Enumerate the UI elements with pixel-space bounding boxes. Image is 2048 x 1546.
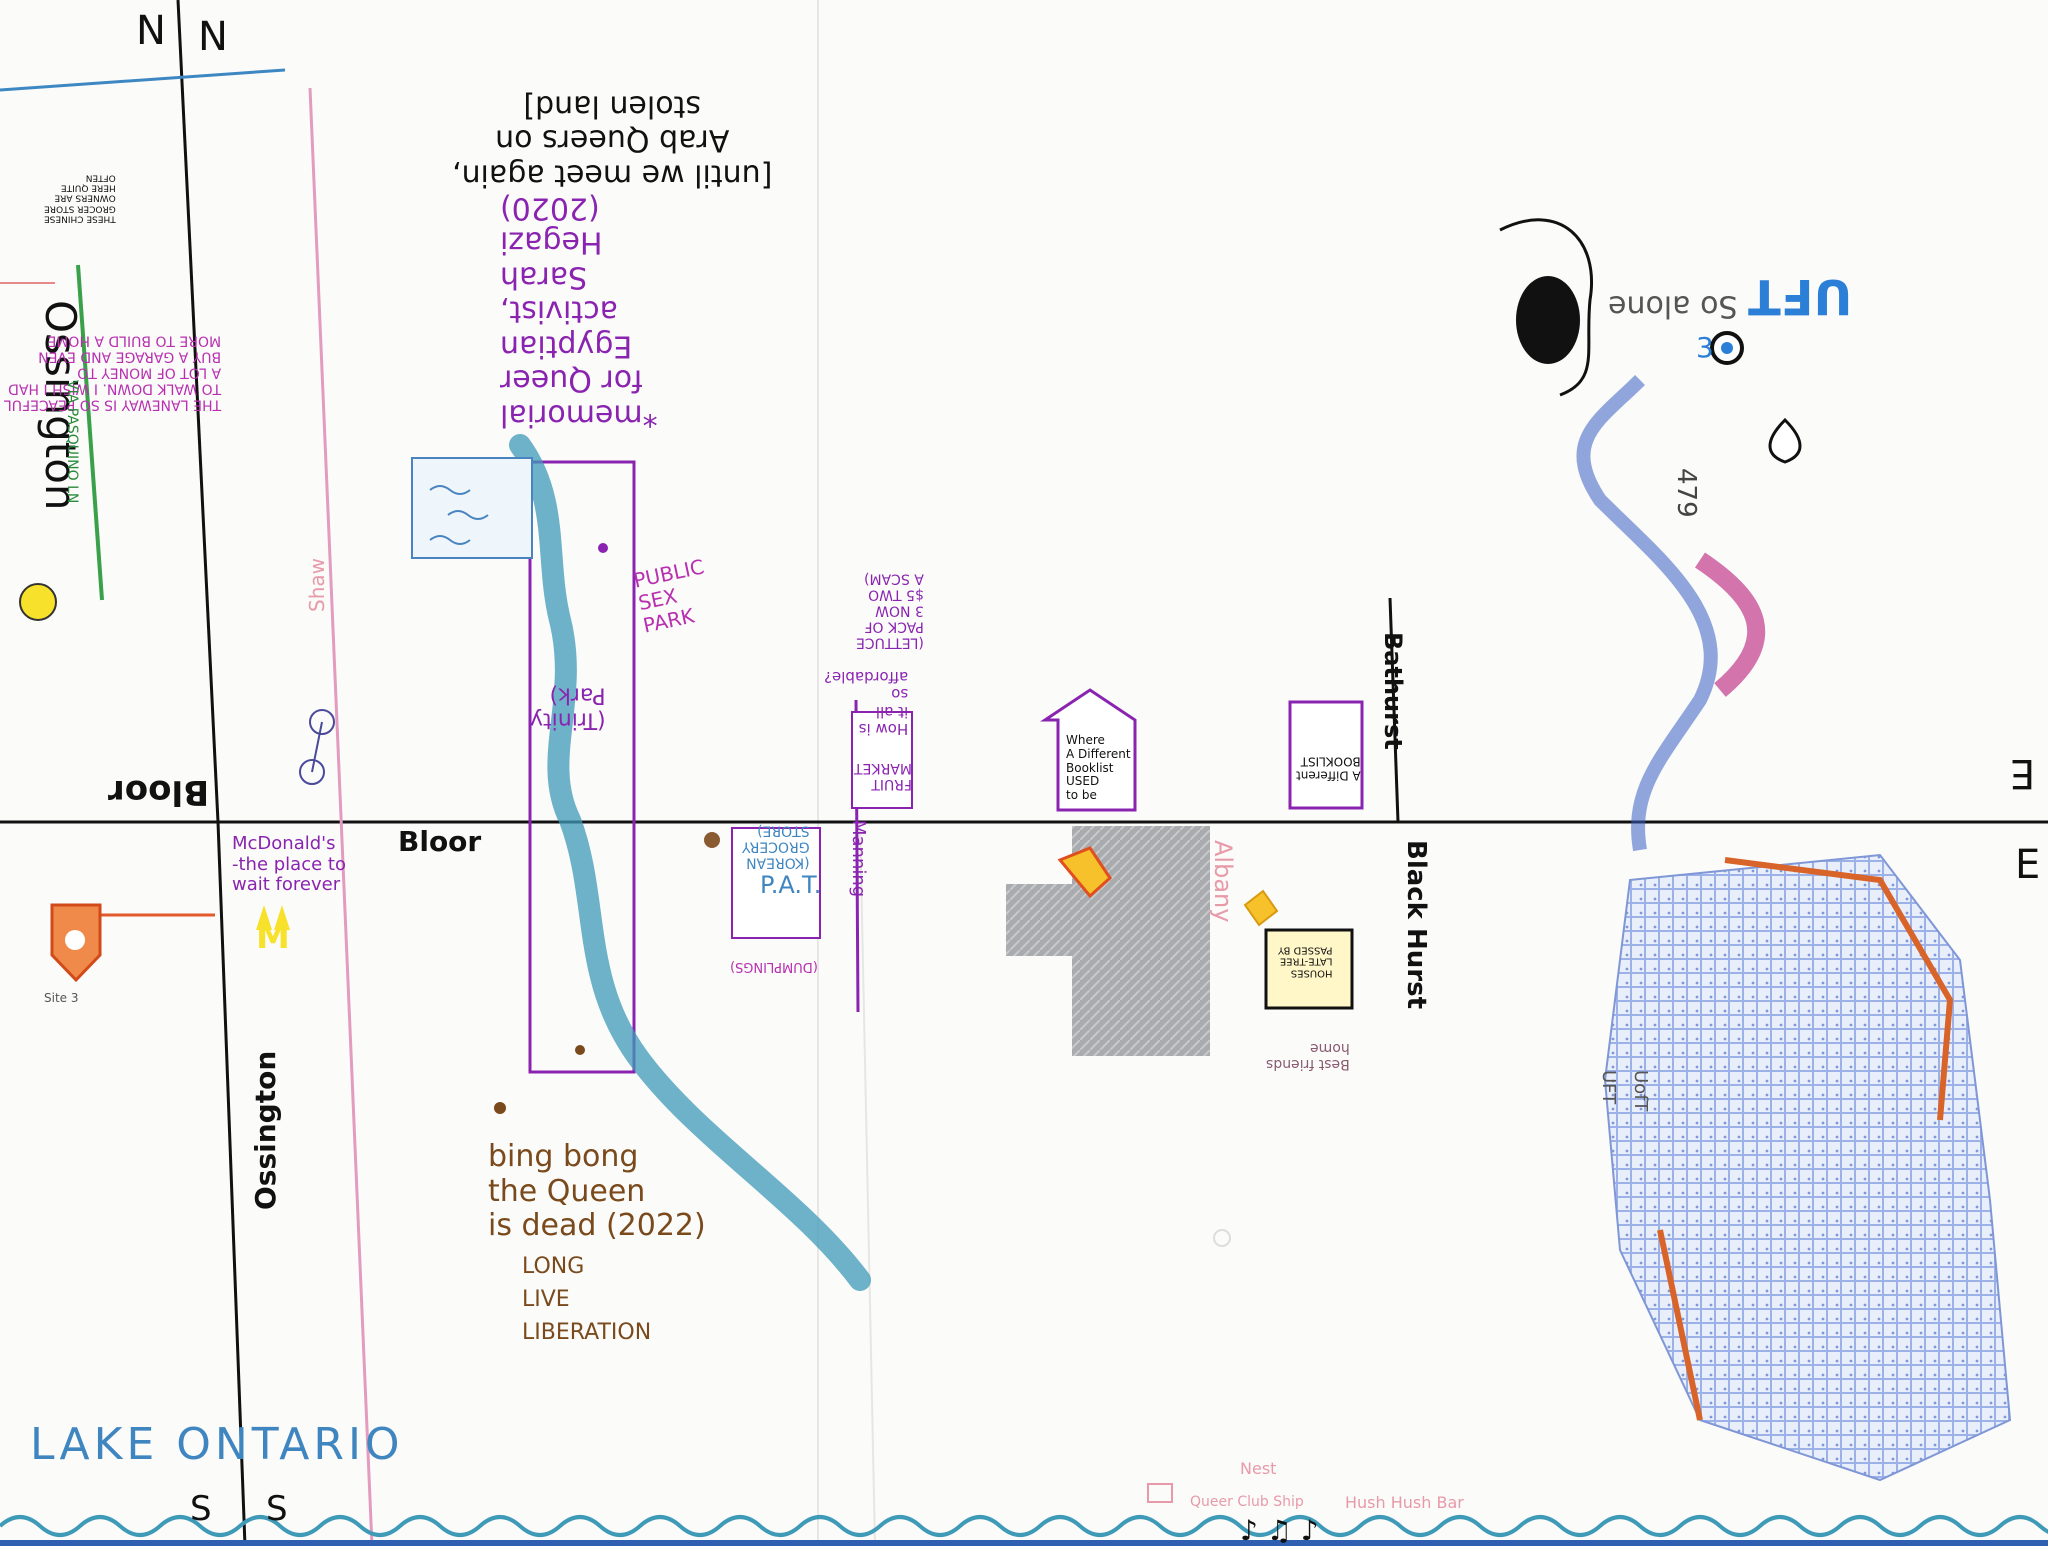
brown-blob <box>704 832 720 848</box>
creek-river <box>509 434 871 1291</box>
pond <box>411 457 533 559</box>
paper-hole <box>1213 1229 1231 1247</box>
street-ossington-bottom: Ossington <box>249 1050 282 1210</box>
number-3-label: 3 <box>1696 331 1714 364</box>
music-notes: ♪ ♫ ♪ <box>1240 1514 1319 1546</box>
bathurst-line <box>1388 597 1400 823</box>
laneway-note: THE LANEWAY IS SO PEACEFUL TO WALK DOWN.… <box>4 332 222 413</box>
brown-star-2 <box>494 1102 506 1114</box>
memorial-note: *memorial for Queer Egyptian activist, S… <box>500 190 658 433</box>
figure-sketch <box>1499 218 1593 397</box>
south-label-right: S <box>266 1489 288 1529</box>
uoft-label: UofT <box>1630 1070 1651 1112</box>
north-label-right: N <box>198 14 228 60</box>
eye-pupil <box>1721 342 1733 354</box>
teardrop-icon <box>1768 417 1802 464</box>
north-street-line <box>0 68 286 92</box>
ossington-lower-line <box>216 821 247 1546</box>
lettuce-note: (LETTUCE PACK OF 3 NOW $5 TWO A SCAM) <box>856 570 924 651</box>
brown-star <box>575 1045 585 1055</box>
uoft-orange-outline <box>1657 857 1954 1421</box>
site3-label: Site 3 <box>44 991 79 1005</box>
east-label-bottom: E <box>2015 842 2041 888</box>
houses-note: HOUSES LATE-TREE PASSED BY <box>1278 944 1333 979</box>
houses-box <box>1264 928 1354 1010</box>
street-shaw: Shaw <box>305 558 329 612</box>
pink-square <box>1147 1483 1173 1503</box>
different-booklist-note: A Different BOOKLIST <box>1296 754 1361 783</box>
street-blackhurst: Black Hurst <box>1401 840 1431 1010</box>
blue-rubbing-stream <box>1576 375 1718 852</box>
bookstore-house <box>1040 688 1137 812</box>
street-manning: Manning <box>848 820 869 898</box>
fruit-market-box <box>851 711 913 809</box>
hush-hush-label: Hush Hush Bar <box>1345 1493 1464 1512</box>
nest-label: Nest <box>1240 1459 1277 1478</box>
paper-seam <box>859 819 876 1546</box>
pat-box <box>731 827 821 939</box>
pink-laneway-line <box>308 87 374 1546</box>
number-479-label: 479 <box>1671 468 1701 518</box>
street-bloor-upper-left: Bloor <box>108 772 210 813</box>
duct-tape-horizontal <box>1006 884 1136 956</box>
so-alone-note: So alone <box>1608 288 1738 324</box>
site3-shield-dot <box>65 930 85 950</box>
mcdonalds-arches-shape <box>256 905 290 930</box>
uoft-rubbing-area <box>1603 853 2012 1482</box>
east-label-top: E <box>2010 750 2036 796</box>
public-sex-park-note: PUBLIC SEX PARK <box>631 554 707 638</box>
bing-bong-note: bing bong the Queen is dead (2022) <box>488 1139 706 1243</box>
via-pasquino-label: VIA PASQUINO LN <box>64 380 80 504</box>
uft-top-label: UFT <box>1748 268 1853 325</box>
queer-club-label: Queer Club Ship <box>1190 1494 1304 1510</box>
uft-bottom-label: UFT <box>1598 1070 1619 1105</box>
pond-waves <box>429 485 489 545</box>
lake-waves <box>0 1515 2048 1537</box>
how-is-it-note: How is it all so affordable? <box>824 668 909 738</box>
different-booklist-box <box>1288 700 1364 810</box>
lake-edge <box>0 1540 2048 1546</box>
bookstore-note: Where A Different Booklist USED to be <box>1066 733 1131 803</box>
until-we-meet-note: [until we meet again, Arab Queers on sto… <box>452 88 773 193</box>
south-label-left: S <box>190 1489 212 1529</box>
street-bloor-lower-left: Bloor <box>398 825 482 858</box>
dumplings-label: (DUMPLINGS) <box>730 958 818 974</box>
long-live-note: LONG LIVE LIBERATION <box>522 1254 652 1345</box>
north-label-left: N <box>136 8 166 54</box>
lake-ontario-label: LAKE ONTARIO <box>30 1419 404 1470</box>
ossington-upper-line <box>176 0 220 823</box>
ossington-grocer-note: THESE CHINESE GROCER STORE OWNERS ARE HE… <box>44 172 116 224</box>
yellow-gem <box>1243 889 1279 927</box>
trinity-park-outline <box>528 460 636 1074</box>
mcdonalds-logo: M <box>256 917 290 957</box>
fruit-market-label: FRUIT MARKET <box>854 760 912 793</box>
bicycle-drawing <box>299 709 335 785</box>
memorial-star <box>598 543 608 553</box>
street-bathurst: Bathurst <box>1379 632 1407 750</box>
trinity-park-label: (Trinity Park) <box>530 682 606 733</box>
pasquino-lane-line <box>76 264 104 601</box>
smiley-face <box>19 583 57 621</box>
mcdonalds-note: McDonald's -the place to wait forever <box>232 833 346 896</box>
pink-stream <box>1695 552 1766 697</box>
street-albany: Albany <box>1209 840 1237 923</box>
best-friends-note: Best friends home <box>1266 1040 1350 1073</box>
flame-drawing <box>1057 846 1112 899</box>
pat-sub-label: (KOREAN GROCERY STORE) <box>742 822 810 871</box>
pat-label: P.A.T. <box>760 871 822 899</box>
